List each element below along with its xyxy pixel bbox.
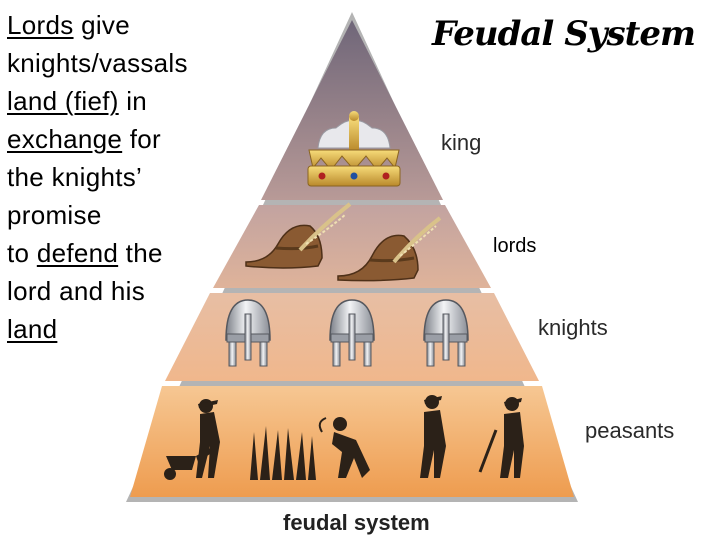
peasant-silhouettes	[164, 395, 524, 480]
pyramid-caption: feudal system	[283, 510, 430, 535]
text-line: give	[73, 10, 130, 40]
feathered-hat-icon	[245, 202, 352, 269]
label-king: king	[441, 130, 482, 155]
text-line: the	[118, 238, 163, 268]
text-line: promise	[7, 200, 102, 230]
text-line: knights/vassals	[7, 48, 188, 78]
helmet-icon	[329, 299, 375, 367]
feudal-description: Lords give knights/vassals land (fief) i…	[7, 6, 257, 348]
word-exchange: exchange	[7, 124, 123, 154]
label-lords: lords	[493, 235, 537, 257]
text-line: in	[118, 86, 148, 116]
text-line: lord and his	[7, 276, 146, 306]
feathered-hat-icon	[337, 216, 442, 282]
page-title: Feudal System	[432, 14, 696, 54]
helmet-icon	[225, 299, 271, 367]
label-peasants: peasants	[585, 418, 675, 443]
text-line: for	[122, 124, 161, 154]
text-line: the knights’	[7, 162, 143, 192]
text-line: to	[7, 238, 37, 268]
label-knights: knights	[538, 315, 608, 340]
word-lords: Lords	[7, 10, 74, 40]
word-defend: defend	[36, 238, 119, 268]
word-land-fief: land (fief)	[7, 86, 119, 116]
helmet-icon	[423, 299, 469, 367]
word-land: land	[7, 314, 58, 344]
crown-icon	[307, 111, 401, 187]
